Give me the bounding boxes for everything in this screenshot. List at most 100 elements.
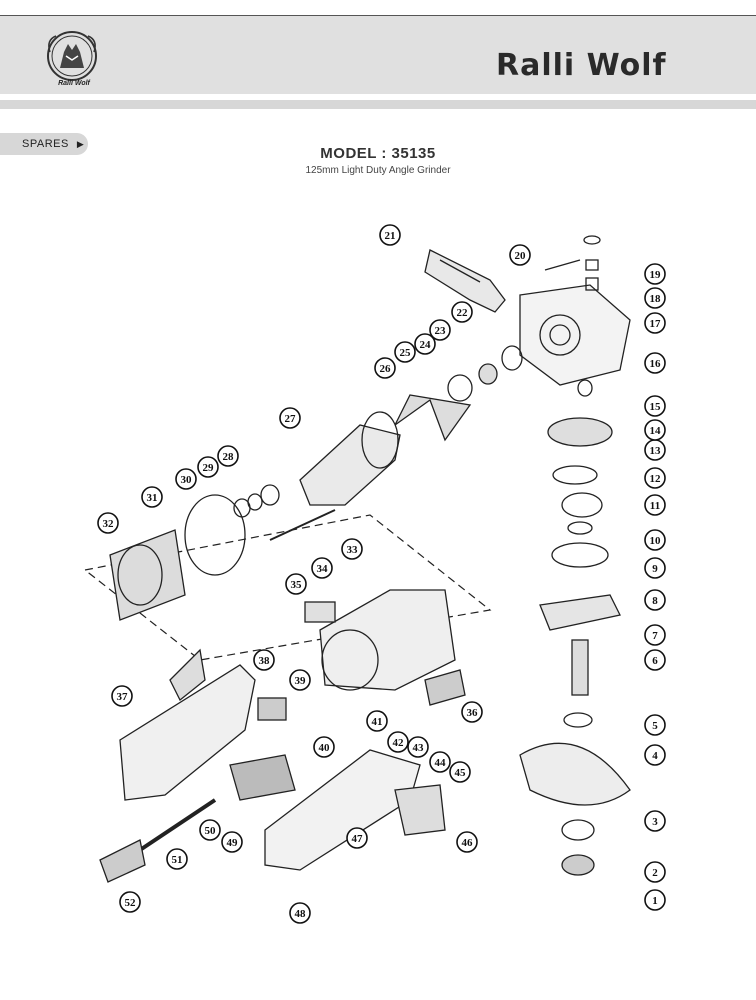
callout-circle	[509, 244, 531, 266]
callout-number: 24	[420, 339, 432, 351]
header-band	[0, 16, 756, 94]
callout-circle	[289, 669, 311, 691]
callout-circle	[644, 557, 666, 579]
callout-circle	[217, 445, 239, 467]
callout-circle	[429, 751, 451, 773]
callout-circle	[289, 902, 311, 924]
callout-circle	[644, 263, 666, 285]
callout-44: 44	[429, 751, 451, 773]
callout-circle	[166, 848, 188, 870]
callout-22: 22	[451, 301, 473, 323]
callout-38: 38	[253, 649, 275, 671]
callout-number: 29	[203, 462, 215, 474]
callout-number: 37	[117, 691, 129, 703]
callout-circle	[341, 538, 363, 560]
play-arrow-icon: ▶	[76, 138, 85, 149]
callout-number: 28	[223, 451, 235, 463]
callout-26: 26	[374, 357, 396, 379]
callout-circle	[379, 224, 401, 246]
callout-9: 9	[644, 557, 666, 579]
callout-25: 25	[394, 341, 416, 363]
model-subtitle: 125mm Light Duty Angle Grinder	[305, 165, 451, 176]
callout-number: 3	[652, 816, 658, 828]
callout-circle	[221, 831, 243, 853]
callout-number: 5	[652, 720, 658, 732]
callout-circle	[644, 589, 666, 611]
callout-circle	[644, 352, 666, 374]
callout-number: 23	[435, 325, 447, 337]
callout-number: 14	[650, 425, 662, 437]
callout-16: 16	[644, 352, 666, 374]
spares-tab-label: SPARES	[22, 138, 69, 150]
callout-32: 32	[97, 512, 119, 534]
callout-37: 37	[111, 685, 133, 707]
callout-number: 7	[652, 630, 658, 642]
callout-number: 16	[650, 358, 662, 370]
callout-46: 46	[456, 831, 478, 853]
callout-circle	[644, 467, 666, 489]
callout-number: 1	[652, 895, 658, 907]
callout-number: 52	[125, 897, 137, 909]
callout-24: 24	[414, 333, 436, 355]
callout-number: 43	[413, 742, 425, 754]
callout-1: 1	[644, 889, 666, 911]
callout-circle	[644, 312, 666, 334]
spares-tab[interactable]: SPARES ▶	[0, 133, 88, 155]
callout-layer: 1234567891011121314151617181920212223242…	[97, 224, 666, 924]
callout-30: 30	[175, 468, 197, 490]
callout-number: 48	[295, 908, 307, 920]
callout-number: 32	[103, 518, 115, 530]
callout-circle	[644, 494, 666, 516]
callout-circle	[111, 685, 133, 707]
callout-number: 30	[181, 474, 193, 486]
callout-number: 11	[650, 500, 660, 512]
callout-circle	[644, 287, 666, 309]
header-bottom-band	[0, 100, 756, 109]
callout-circle	[119, 891, 141, 913]
callout-35: 35	[285, 573, 307, 595]
callout-circle	[366, 710, 388, 732]
callout-28: 28	[217, 445, 239, 467]
callout-48: 48	[289, 902, 311, 924]
callout-circle	[387, 731, 409, 753]
callout-number: 9	[652, 563, 658, 575]
callout-20: 20	[509, 244, 531, 266]
callout-number: 10	[650, 535, 662, 547]
callout-10: 10	[644, 529, 666, 551]
callout-circle	[279, 407, 301, 429]
callout-number: 2	[652, 867, 658, 879]
callout-number: 33	[347, 544, 359, 556]
callout-33: 33	[341, 538, 363, 560]
callout-number: 6	[652, 655, 658, 667]
callout-41: 41	[366, 710, 388, 732]
header-top-rule	[0, 15, 756, 16]
callout-circle	[644, 889, 666, 911]
callout-34: 34	[311, 557, 333, 579]
callout-circle	[451, 301, 473, 323]
callout-13: 13	[644, 439, 666, 461]
wolf-crest-icon	[47, 31, 97, 81]
callout-12: 12	[644, 467, 666, 489]
callout-circle	[346, 827, 368, 849]
callout-circle	[644, 714, 666, 736]
callout-number: 44	[435, 757, 447, 769]
callout-36: 36	[461, 701, 483, 723]
callout-number: 39	[295, 675, 307, 687]
callout-11: 11	[644, 494, 666, 516]
callout-4: 4	[644, 744, 666, 766]
callout-number: 51	[172, 854, 183, 866]
callout-45: 45	[449, 761, 471, 783]
callout-number: 42	[393, 737, 405, 749]
callout-number: 50	[205, 825, 217, 837]
exploded-parts-diagram: 1234567891011121314151617181920212223242…	[83, 224, 666, 924]
callout-circle	[644, 624, 666, 646]
callout-circle	[414, 333, 436, 355]
callout-circle	[253, 649, 275, 671]
callout-circle	[175, 468, 197, 490]
callout-number: 26	[380, 363, 392, 375]
callout-23: 23	[429, 319, 451, 341]
callout-circle	[644, 744, 666, 766]
callout-circle	[644, 529, 666, 551]
callout-number: 19	[650, 269, 662, 281]
callout-circle	[311, 557, 333, 579]
